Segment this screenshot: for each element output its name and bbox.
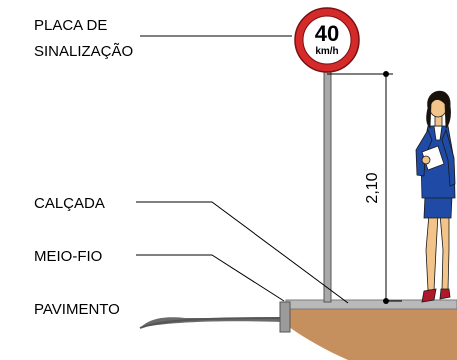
sign-pole xyxy=(323,61,332,303)
pavement-edge-line xyxy=(139,317,283,329)
sign-speed-value: 40 xyxy=(315,21,339,46)
sidewalk-slab xyxy=(285,299,457,310)
sign-speed-unit: km/h xyxy=(315,46,338,57)
pavement-ground xyxy=(140,321,345,360)
left-shoe xyxy=(421,288,437,303)
speed-limit-sign: 40 km/h xyxy=(294,7,360,73)
right-shoe xyxy=(439,288,451,300)
soil xyxy=(282,309,457,360)
label-curb: MEIO-FIO xyxy=(34,248,102,265)
label-sidewalk: CALÇADA xyxy=(34,195,105,212)
label-sign-line2: SINALIZAÇÃO xyxy=(34,43,133,60)
height-value: 2,10 xyxy=(364,172,381,203)
leader-line-sidewalk xyxy=(136,201,349,304)
curb-block xyxy=(279,301,291,333)
woman-figure xyxy=(415,90,456,303)
label-sign-line1: PLACA DE xyxy=(34,17,107,34)
height-dimension xyxy=(327,71,402,304)
label-pavement: PAVIMENTO xyxy=(34,301,120,318)
hair xyxy=(426,90,451,129)
leader-line-curb xyxy=(136,254,285,302)
